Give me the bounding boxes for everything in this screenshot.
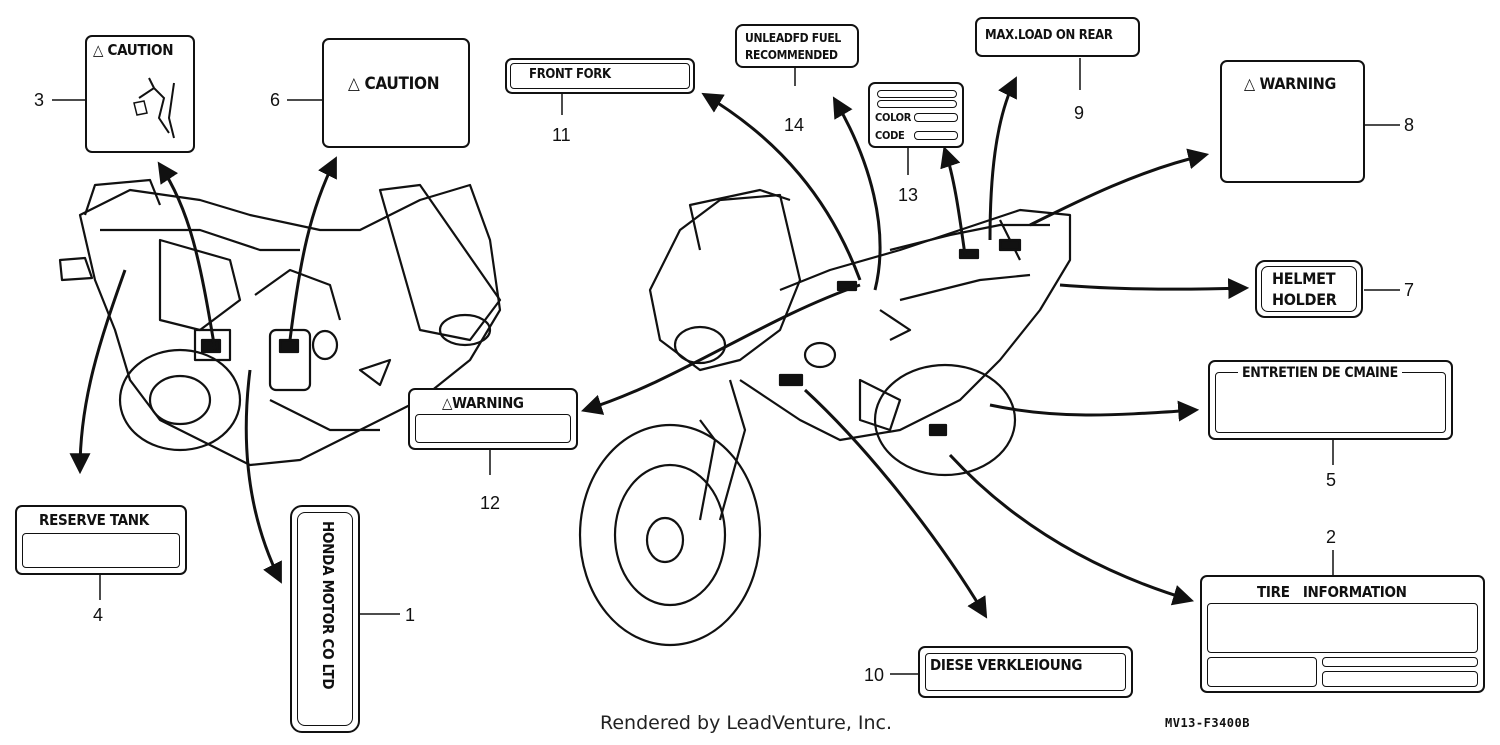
callout-6: 6 (270, 90, 281, 110)
callout-8: 8 (1404, 115, 1415, 135)
label-11-text: FRONT FORK (529, 67, 611, 82)
label-1-manufacturer: HONDA MOTOR CO LTD (290, 505, 360, 733)
callout-2: 2 (1326, 527, 1337, 547)
label-1-text: HONDA MOTOR CO LTD (319, 521, 337, 690)
label-12-text: △WARNING (442, 394, 524, 412)
arrows (69, 76, 1250, 619)
label-2-text: TIRE INFORMATION (1257, 583, 1407, 601)
label-14-line2: RECOMMENDED (745, 48, 838, 62)
label-10-text: DIESE VERKLEIOUNG (930, 656, 1083, 674)
label-9-max-load: MAX.LOAD ON REAR (975, 17, 1140, 57)
label-5-text: ENTRETIEN DE CMAINE (1238, 366, 1402, 380)
label-2-tire-information: TIRE INFORMATION (1200, 575, 1485, 693)
label-4-text: RESERVE TANK (39, 511, 149, 529)
leader-lines (52, 58, 1400, 675)
label-5-chain-maintenance: ENTRETIEN DE CMAINE (1208, 360, 1453, 440)
label-9-text: MAX.LOAD ON REAR (985, 28, 1113, 43)
label-13-color: COLOR (875, 111, 912, 124)
label-3-caution-sticker: △ CAUTION (85, 35, 195, 153)
callout-3: 3 (34, 90, 45, 110)
caution-figure-icon (133, 77, 175, 139)
right-motorcycle (578, 188, 1072, 647)
label-14-line1: UNLEADFD FUEL (745, 31, 841, 45)
label-8-warning-sticker: △ WARNING (1220, 60, 1365, 183)
callout-12: 12 (480, 493, 501, 513)
label-11-front-fork: FRONT FORK (505, 58, 695, 94)
label-3-text: △ CAUTION (93, 41, 174, 59)
callout-7: 7 (1404, 280, 1415, 300)
label-8-text: △ WARNING (1244, 74, 1337, 93)
label-4-reserve-tank: RESERVE TANK (15, 505, 187, 575)
rendered-by-caption: Rendered by LeadVenture, Inc. (600, 712, 893, 734)
label-7-line2: HOLDER (1272, 290, 1337, 309)
label-13-code: CODE (875, 129, 905, 142)
label-13-color-code: COLOR CODE (868, 82, 964, 148)
callout-10: 10 (864, 665, 885, 685)
callout-9: 9 (1074, 103, 1085, 123)
label-7-line1: HELMET (1272, 269, 1336, 288)
left-motorcycle (58, 178, 502, 467)
label-14-fuel: UNLEADFD FUEL RECOMMENDED (735, 24, 859, 68)
callout-13: 13 (898, 185, 919, 205)
callout-11: 11 (552, 125, 571, 145)
callout-4: 4 (93, 605, 104, 625)
callout-5: 5 (1326, 470, 1337, 490)
label-12-warning: △WARNING (408, 388, 578, 450)
callout-1: 1 (405, 605, 416, 625)
label-6-caution-sticker: △ CAUTION (322, 38, 470, 148)
label-10-fairing: DIESE VERKLEIOUNG (918, 646, 1133, 698)
callout-14: 14 (784, 115, 805, 135)
diagram-code: MV13-F3400B (1165, 716, 1250, 730)
label-7-helmet-holder: HELMET HOLDER (1255, 260, 1363, 318)
label-6-text: △ CAUTION (348, 74, 440, 94)
